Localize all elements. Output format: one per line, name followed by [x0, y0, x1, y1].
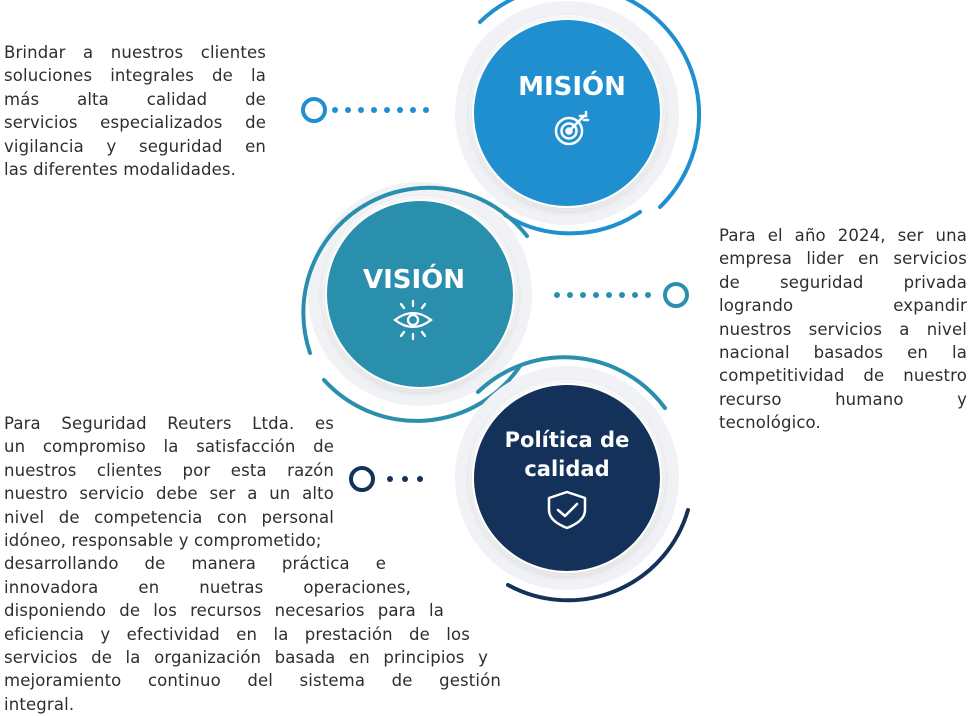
calidad-connector [349, 466, 423, 492]
calidad-node: Política de calidad [455, 355, 690, 603]
calidad-line: desarrollando de manera práctica e [4, 554, 386, 574]
vision-title: VISIÓN [363, 263, 465, 295]
mision-circle [474, 20, 660, 206]
calidad-connector-ring [349, 466, 375, 492]
vision-connector-dots [554, 292, 651, 298]
mision-line: más alta calidad de [4, 89, 266, 109]
calidad-line: nuestros clientes por esta razón [4, 460, 334, 480]
calidad-arc-bottom [506, 508, 690, 603]
vision-line: competitividad de nuestro [719, 366, 967, 386]
mision-title: MISIÓN [518, 70, 626, 102]
mision-line: servicios especializados de [4, 113, 266, 133]
target-icon [554, 110, 590, 146]
mision-line: Brindar a nuestros clientes [4, 43, 266, 62]
mision-node: MISIÓN [455, 0, 702, 236]
calidad-line: idóneo, responsable y comprometido; [4, 531, 322, 551]
vision-line: tecnológico. [719, 413, 821, 433]
shield-check-icon [547, 490, 587, 530]
mision-arc-bottom [503, 210, 642, 236]
calidad-description: Para Seguridad Reuters Ltda. es un compr… [4, 412, 501, 716]
calidad-arc-top [476, 355, 667, 410]
vision-arc-left [301, 185, 529, 355]
calidad-circle [474, 385, 660, 571]
calidad-line: integral. [4, 694, 75, 714]
mision-line: soluciones integrales de la [4, 66, 266, 86]
calidad-line: Para Seguridad Reuters Ltda. es [4, 414, 334, 433]
vision-circle [327, 201, 513, 387]
vision-connector [554, 282, 689, 308]
mision-line: vigilancia y seguridad en [4, 136, 266, 156]
vision-connector-ring [663, 282, 689, 308]
calidad-title-line1: Política de [505, 428, 630, 452]
vision-line: recurso humano y [719, 389, 967, 409]
vision-line: Para el año 2024, ser una [719, 226, 967, 245]
mision-line: las diferentes modalidades. [4, 160, 237, 180]
calidad-line: nuestro servicio debe ser a un alto [4, 484, 334, 504]
eye-icon [393, 299, 433, 341]
calidad-line: un compromiso la satisfacción de [4, 437, 334, 457]
calidad-line: innovadora en nuetras operaciones, [4, 577, 411, 597]
mision-description: Brindar a nuestros clientes soluciones i… [4, 41, 266, 181]
calidad-connector-dots [387, 476, 423, 482]
vision-description: Para el año 2024, ser una empresa lider … [719, 224, 967, 435]
vision-line: empresa lider en servicios [719, 249, 967, 269]
vision-line: de seguridad privada [719, 272, 967, 292]
calidad-line: mejoramiento continuo del sistema de ges… [4, 671, 501, 691]
calidad-line: nivel de competencia con personal [4, 507, 334, 527]
vision-line: nacional basados en la [719, 343, 967, 363]
mision-connector-ring [301, 97, 327, 123]
mision-connector-dots [332, 107, 429, 113]
mision-outer-ring [455, 1, 679, 225]
calidad-outer-ring [455, 366, 679, 590]
mision-connector [301, 97, 429, 123]
calidad-line: disponiendo de los recursos necesarios p… [4, 601, 444, 621]
vision-line: nuestros servicios a nivel [719, 319, 967, 339]
calidad-line: servicios de la organización basada en p… [4, 648, 488, 668]
vision-node: VISIÓN [301, 182, 532, 423]
calidad-title-line2: calidad [524, 457, 609, 481]
mision-arc-top [478, 0, 702, 209]
vision-line: logrando expandir [719, 296, 967, 316]
calidad-line: eficiencia y efectividad en la prestació… [4, 624, 470, 644]
